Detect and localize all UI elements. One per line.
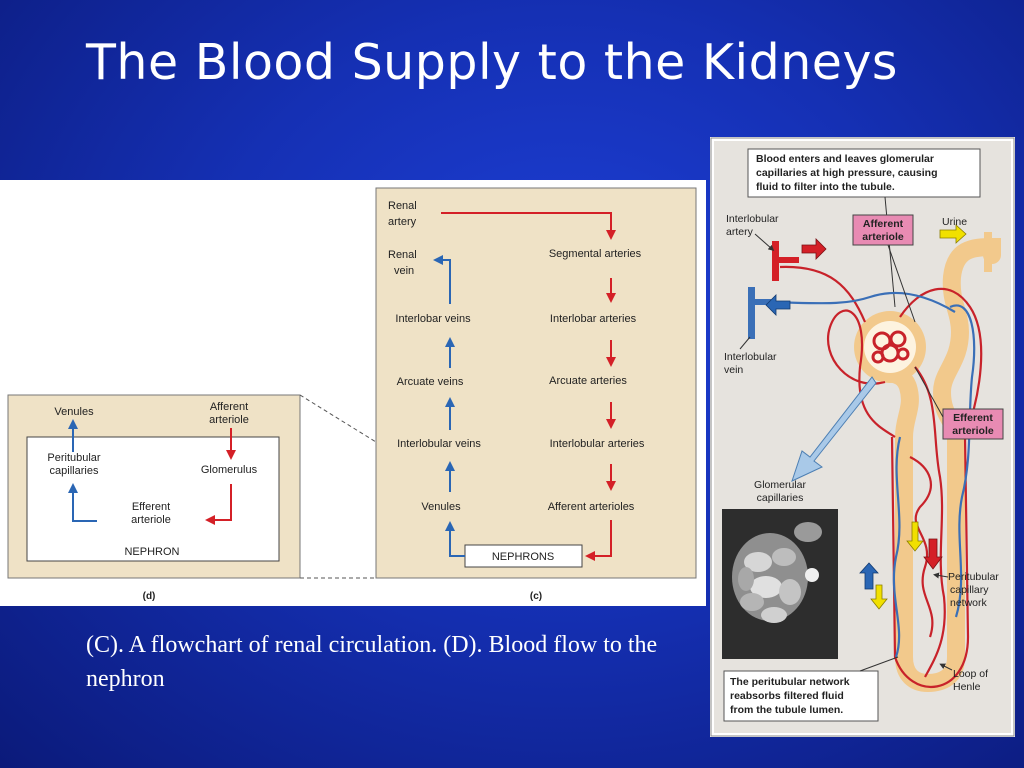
glomerular-capillaries-label-1: Glomerular [754, 479, 806, 491]
loop-of-henle-pointer [939, 663, 953, 671]
peritubular-network-label-1: Peritubular [948, 571, 999, 583]
peritubular-network-label-2: capillary [950, 584, 989, 596]
callout-bottom [723, 670, 879, 722]
callout-bottom-line-2: reabsorbs filtered fluid [730, 690, 844, 702]
micrograph-texture [732, 522, 822, 623]
venous-flow-arrow [765, 294, 791, 316]
peritubular-pointer [933, 572, 949, 579]
c-arrow-to-nephrons [585, 520, 612, 561]
c-interlobar-arteries: Interlobar arteries [550, 313, 637, 325]
renal-circulation-svg: Venules Afferent arteriole Peritubular c… [7, 187, 697, 602]
interlobular-artery-pointer [754, 233, 775, 251]
c-renal-vein-2: vein [394, 265, 414, 277]
interlobular-vein-vessel [748, 287, 755, 339]
arterial-flow-arrow [801, 238, 827, 260]
d-venules-label: Venules [54, 406, 94, 418]
c-segmental-arteries: Segmental arteries [549, 248, 642, 260]
callout-bottom-line-3: from the tubule lumen. [730, 704, 843, 716]
panel-d-label: (d) [143, 591, 156, 602]
c-renal-artery-1: Renal [388, 200, 417, 212]
callout-bottom-pointer [859, 656, 899, 672]
glomerular-capillaries-label-2: capillaries [757, 492, 804, 504]
glomerulus-capillaries [871, 330, 910, 364]
peritubular-venous-arrow [859, 562, 879, 590]
urine-flow-arrow [939, 224, 967, 244]
d-nephron-label: NEPHRON [124, 546, 179, 558]
afferent-pointer [887, 244, 916, 323]
c-afferent-arterioles: Afferent arterioles [548, 501, 635, 513]
callout-bottom-line-1: The peritubular network [730, 676, 850, 688]
efferent-arteriole-label-box [942, 408, 1004, 440]
c-arrow-renal-to-segmental [441, 212, 616, 240]
reabsorption-arrow-down [870, 584, 888, 610]
peritubular-network [749, 265, 983, 688]
zoom-line-top [299, 394, 377, 443]
nephron-illustration: Blood enters and leaves glomerular capil… [710, 137, 1015, 737]
c-interlobular-arteries: Interlobular arteries [550, 438, 645, 450]
interlobular-artery-branch [779, 257, 799, 263]
callout-top-line-2: capillaries at high pressure, causing [756, 167, 937, 179]
d-peritubular-label-1: Peritubular [47, 452, 101, 464]
d-afferent-label-1: Afferent [210, 401, 248, 413]
interlobular-vein-pointer [739, 336, 751, 350]
c-renal-artery-2: artery [388, 216, 417, 228]
renal-circulation-figure: Venules Afferent arteriole Peritubular c… [0, 180, 706, 606]
c-renal-vein-1: Renal [388, 249, 417, 261]
peritubular-network-label-3: network [950, 597, 988, 609]
nephron-svg: Blood enters and leaves glomerular capil… [710, 137, 1015, 737]
d-arrow-to-peritubular [68, 483, 97, 522]
c-arcuate-arteries: Arcuate arteries [549, 375, 627, 387]
efferent-pointer [914, 366, 944, 418]
efferent-arteriole-label-2: arteriole [952, 425, 994, 437]
efferent-arteriole-label-1: Efferent [953, 412, 993, 424]
c-interlobar-veins: Interlobar veins [395, 313, 471, 325]
interlobular-vein-branch [755, 299, 771, 305]
c-arcuate-veins: Arcuate veins [397, 376, 464, 388]
loop-of-henle-label-1: Loop of [953, 668, 988, 680]
callout-top-line-1: Blood enters and leaves glomerular [756, 153, 934, 165]
d-afferent-label-2: arteriole [209, 414, 249, 426]
interlobular-vein-label-2: vein [724, 364, 743, 376]
c-interlobular-veins: Interlobular veins [397, 438, 481, 450]
loop-of-henle-label-2: Henle [953, 681, 981, 693]
slide-title: The Blood Supply to the Kidneys [86, 34, 898, 91]
d-peritubular-label-2: capillaries [50, 465, 99, 477]
collecting-duct-cap [984, 232, 992, 272]
c-venules: Venules [421, 501, 461, 513]
panel-d-nephron-box [26, 436, 280, 562]
d-efferent-label-1: Efferent [132, 501, 170, 513]
interlobular-artery-vessel [772, 241, 779, 281]
interlobular-vein-label-1: Interlobular [724, 351, 777, 363]
interlobular-artery-label-1: Interlobular [726, 213, 779, 225]
d-efferent-label-2: arteriole [131, 514, 171, 526]
panel-c-background [375, 187, 697, 579]
reabsorption-arrow-up [906, 521, 924, 552]
c-arrow-to-renal-vein [433, 255, 451, 304]
panel-c-label: (c) [530, 591, 542, 602]
peritubular-arterial-arrow [923, 538, 943, 570]
callout-top-line-3: fluid to filter into the tubule. [756, 181, 895, 193]
c-nephrons-label: NEPHRONS [492, 551, 554, 563]
afferent-arteriole-label-1: Afferent [863, 218, 904, 230]
d-arrow-to-efferent [205, 484, 232, 525]
afferent-arteriole-label-2: arteriole [862, 231, 904, 243]
afferent-arteriole-label-box [852, 214, 914, 246]
d-glomerulus-label: Glomerulus [201, 464, 258, 476]
c-arrow-to-venules [445, 521, 465, 557]
urine-label: Urine [942, 216, 967, 228]
interlobular-artery-label-2: artery [726, 226, 754, 238]
bowmans-space [864, 321, 916, 373]
callout-top [747, 148, 981, 198]
glomerular-zoom-arrow [791, 376, 877, 482]
slide-caption: (C). A flowchart of renal circulation. (… [86, 632, 658, 692]
